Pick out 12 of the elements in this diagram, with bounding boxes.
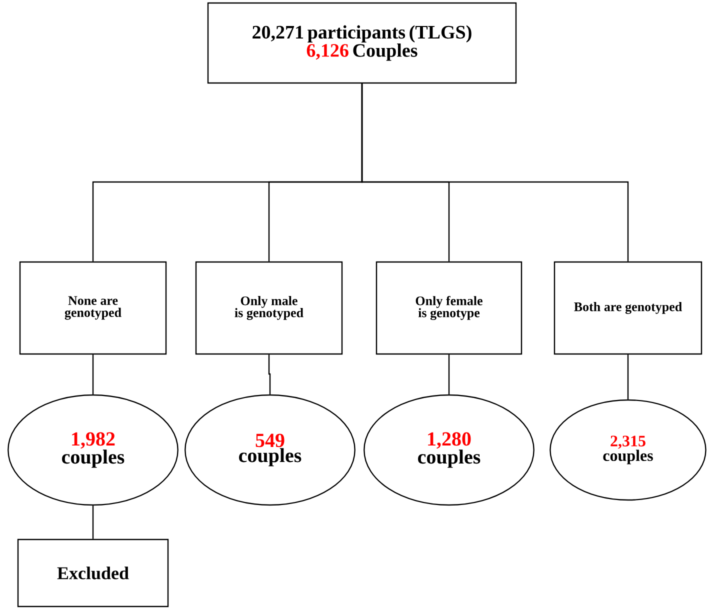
process-box: Only female is genotype [376,261,522,355]
connector-line [268,354,271,394]
process-box: None are genotyped [19,261,167,355]
connector-line [92,506,94,539]
heading-box: 20,271 participants (TLGS) 6,126 Couples [207,2,517,84]
connector-line [448,354,450,394]
process-box: Excluded [17,538,169,608]
connector-line [627,354,629,400]
process-box: Both are genotyped [554,261,702,355]
connector-line [361,84,629,262]
connector-line [92,354,94,394]
process-box: Only male is genotyped [195,261,343,355]
